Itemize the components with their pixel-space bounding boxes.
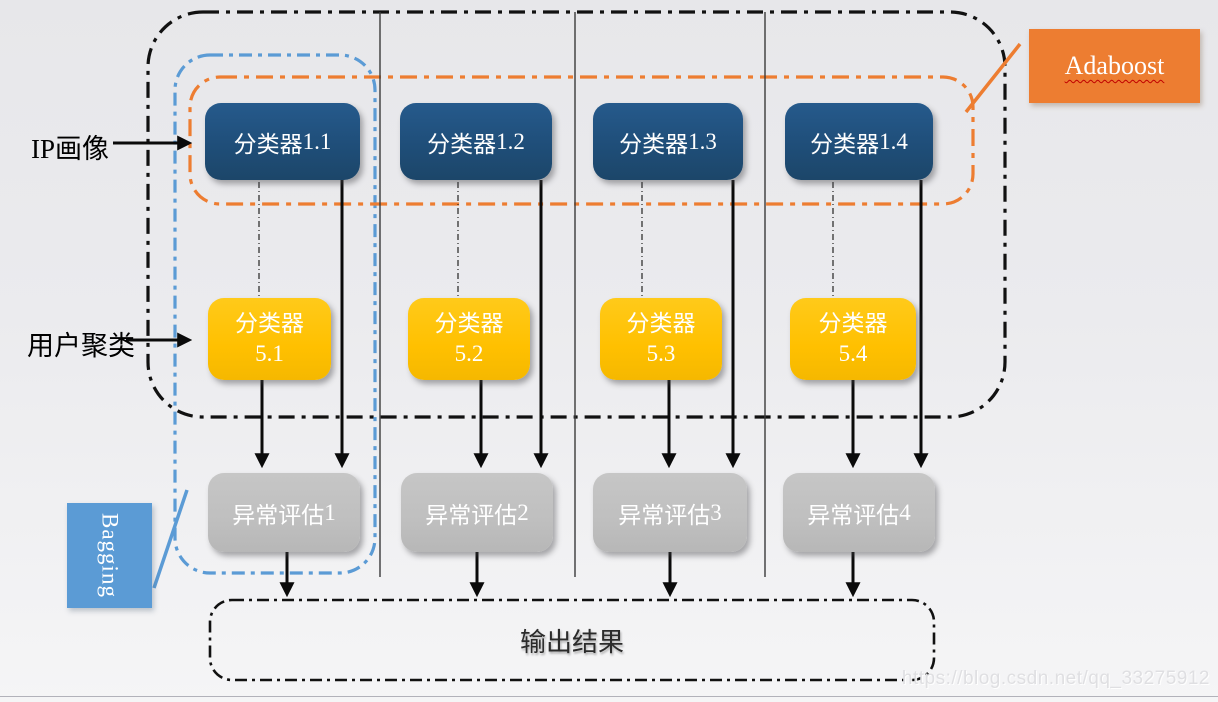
- classifier-1-1-label: 分类器: [233, 130, 303, 157]
- assessment-3-label: 异常评估: [618, 501, 711, 528]
- ensemble-region-border: [146, 10, 1007, 419]
- classifier-5-4-label: 分类器: [818, 310, 888, 337]
- classifier-1-4-label: 分类器: [810, 130, 880, 157]
- classifier-5-2-box: 分类器 5.2: [408, 298, 530, 380]
- classifier-5-1-number: 5.1: [255, 341, 284, 366]
- bagging-leader-line: [152, 489, 189, 589]
- ip-profile-label: IP画像: [31, 134, 110, 164]
- classifier-5-3-label: 分类器: [626, 310, 696, 337]
- classifier-5-1-label: 分类器: [235, 310, 304, 337]
- assessment-2-label: 异常评估: [425, 501, 518, 528]
- classifier-5-3-box: 分类器 5.3: [600, 298, 722, 380]
- classifier-5-2-label: 分类器: [434, 310, 504, 337]
- adaboost-label: Adaboost: [1064, 51, 1165, 80]
- output-box-border: [208, 598, 936, 682]
- bagging-region-border: [173, 53, 377, 575]
- classifier-1-2-label: 分类器: [427, 130, 497, 157]
- classifier-1-2-number: 1.2: [496, 128, 525, 154]
- classifier-5-2-number: 5.2: [454, 341, 484, 366]
- assessment-1-label: 异常评估: [232, 501, 325, 528]
- output-result-box: 输出结果: [210, 600, 934, 680]
- adaboost-callout: Adaboost: [1029, 29, 1200, 103]
- user-cluster-label: 用户聚类: [27, 331, 135, 361]
- classifier-1-1-number: 1.1: [302, 128, 332, 154]
- bagging-callout: Bagging: [67, 503, 152, 608]
- assessment-4-label: 异常评估: [807, 501, 900, 528]
- assessment-4-number: 4: [899, 499, 911, 525]
- classifier-5-3-number: 5.3: [646, 341, 676, 366]
- classifier-1-3-number: 1.3: [688, 128, 717, 154]
- classifier-1-3-label: 分类器: [619, 130, 689, 157]
- output-result-label: 输出结果: [519, 626, 624, 657]
- bottom-divider: [0, 696, 1218, 697]
- classifier-5-4-number: 5.4: [838, 341, 868, 366]
- adaboost-leader-line: [964, 42, 1022, 114]
- assessment-1-number: 1: [324, 499, 336, 525]
- classifier-5-1-box: 分类器 5.1: [208, 298, 331, 380]
- bagging-label: Bagging: [97, 513, 123, 598]
- assessment-3-number: 3: [710, 499, 722, 525]
- adaboost-region-border: [188, 75, 975, 206]
- classifier-5-4-box: 分类器 5.4: [790, 298, 916, 380]
- assessment-2-number: 2: [517, 499, 529, 525]
- watermark-url: https://blog.csdn.net/qq_33275912: [901, 668, 1210, 689]
- classifier-1-4-number: 1.4: [879, 128, 908, 154]
